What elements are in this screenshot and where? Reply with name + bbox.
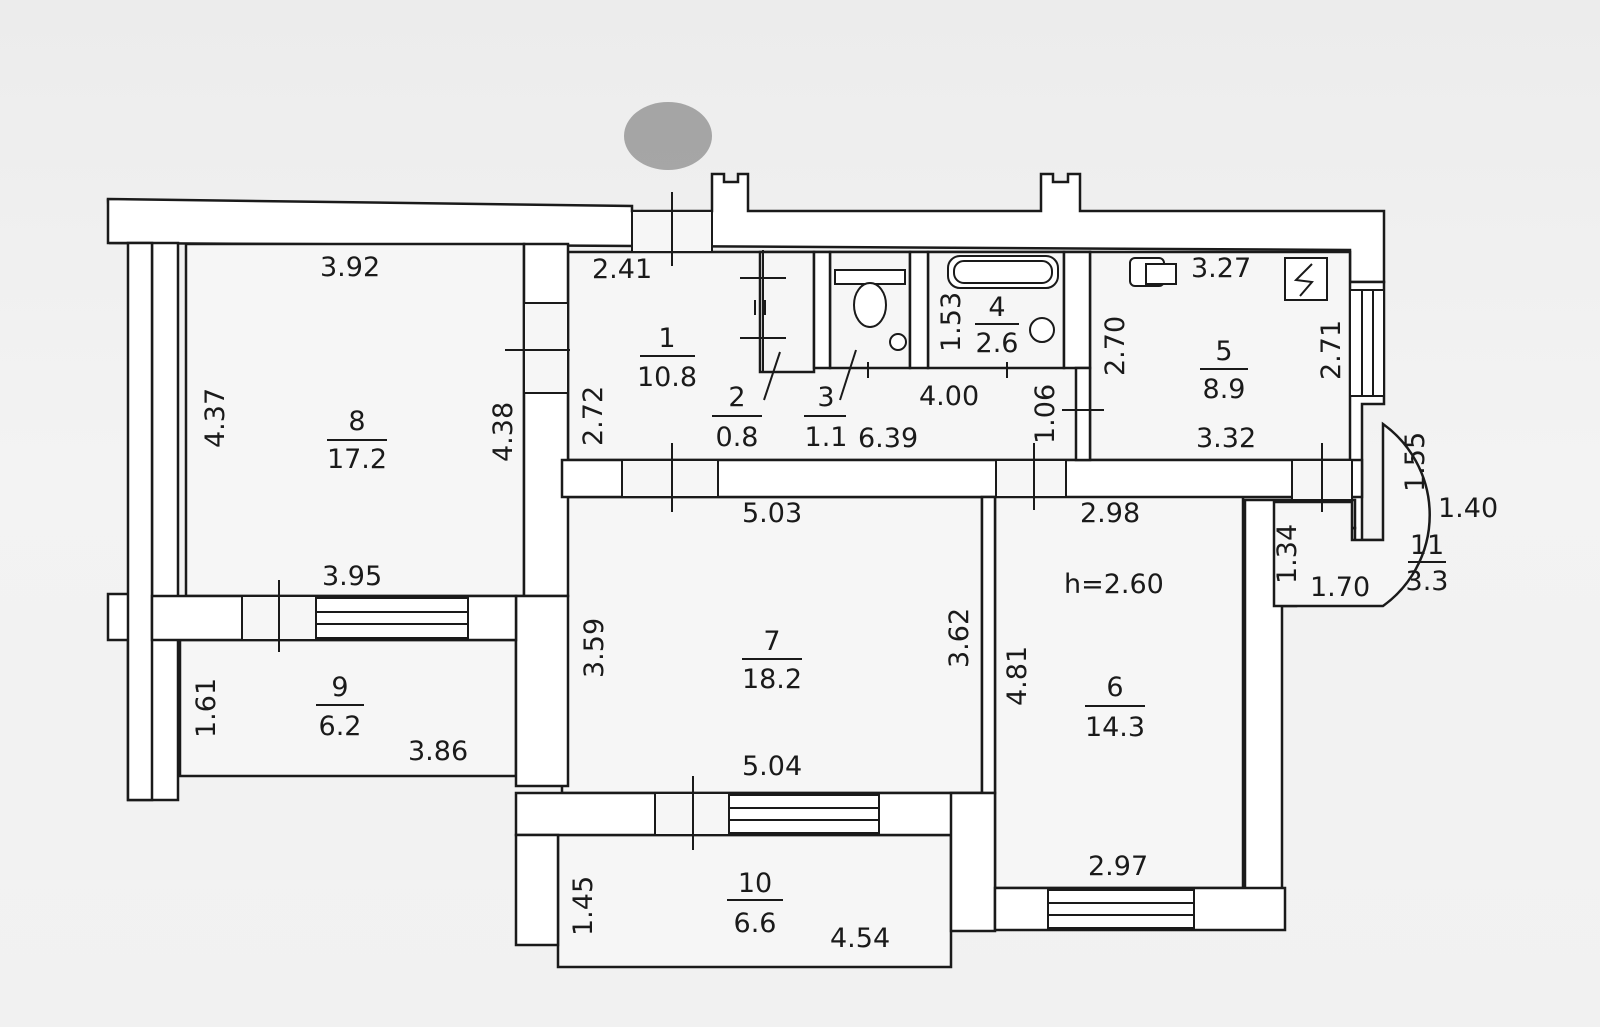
shelf-icon [740,250,786,372]
room-4-area: 2.6 [976,328,1019,359]
room-3-area: 1.1 [805,422,848,453]
room-6 [993,491,1245,890]
dim-r1-left: 2.72 [578,386,609,446]
dim-r11-top: 1.55 [1400,432,1431,492]
dim-r11-radius: 1.40 [1438,493,1498,524]
ceiling-height: h=2.60 [1064,569,1164,600]
room-9-area: 6.2 [319,711,362,742]
dim-r8-right: 4.38 [488,402,519,462]
room-2-number: 2 [728,382,745,413]
room-11-area: 3.3 [1406,566,1449,597]
room-8-number: 8 [348,406,365,437]
room-9 [178,638,518,778]
room-5-area: 8.9 [1203,374,1246,405]
toilet-icon [834,269,907,351]
room-9-number: 9 [331,672,348,703]
room-7 [560,495,984,795]
dim-r11-side: 1.34 [1272,524,1303,584]
room-8-area: 17.2 [327,444,387,475]
blurred-mark [624,102,712,170]
dim-r7-left: 3.59 [579,618,610,678]
dim-r5-top: 3.27 [1191,253,1251,284]
boiler-icon [1284,257,1328,301]
room-3-number: 3 [817,382,834,413]
room-4-number: 4 [988,292,1005,323]
room-6-number: 6 [1106,672,1123,703]
room-8 [184,242,526,598]
dim-r1-top: 2.41 [592,254,652,285]
room-1-area: 10.8 [637,362,697,393]
dim-r10-bottom: 4.54 [830,923,890,954]
dim-passage: 1.06 [1030,384,1061,444]
dim-r7-top: 5.03 [742,498,802,529]
dim-r4-height: 1.53 [936,292,967,352]
bathtub-icon [947,255,1059,343]
openings [241,192,1353,850]
dim-r5-bottom: 3.32 [1196,423,1256,454]
fixtures [740,250,1328,401]
stove-icon [1129,257,1177,287]
room-5-number: 5 [1215,336,1232,367]
dim-r9-left: 1.61 [191,678,222,738]
windows [315,289,1385,929]
dim-r6-top: 2.98 [1080,498,1140,529]
dim-corridor: 6.39 [858,423,918,454]
dimensions: 3.92 4.37 4.38 3.95 1.61 3.86 2.41 2.72 … [191,252,1498,954]
dim-r9-bottom: 3.86 [408,736,468,767]
dim-r4-width: 4.00 [919,381,979,412]
dim-r7-bottom: 5.04 [742,751,802,782]
room-1-number: 1 [658,323,675,354]
dim-r7-right: 3.62 [944,608,975,668]
dim-r10-left: 1.45 [568,876,599,936]
dim-r5-left: 2.70 [1100,316,1131,376]
room-7-number: 7 [763,626,780,657]
dim-r8-top: 3.92 [320,252,380,283]
dim-r5-right: 2.71 [1316,320,1347,380]
room-2 [758,250,816,374]
dim-r6-bottom: 2.97 [1088,851,1148,882]
dim-r6-left: 4.81 [1002,646,1033,706]
internal-walls [150,242,1364,947]
room-7-area: 18.2 [742,664,802,695]
dim-r11-bottom: 1.70 [1310,572,1370,603]
room-labels: 1 10.8 2 0.8 3 1.1 4 2.6 5 8.9 6 14.3 7 … [316,292,1448,939]
dim-r8-bottom: 3.95 [322,561,382,592]
room-10-area: 6.6 [734,908,777,939]
room-2-area: 0.8 [716,422,759,453]
room-11 [1272,421,1431,608]
room-10-number: 10 [738,868,772,899]
room-6-area: 14.3 [1085,712,1145,743]
dim-r8-left: 4.37 [200,388,231,448]
room-11-number: 11 [1410,530,1444,561]
